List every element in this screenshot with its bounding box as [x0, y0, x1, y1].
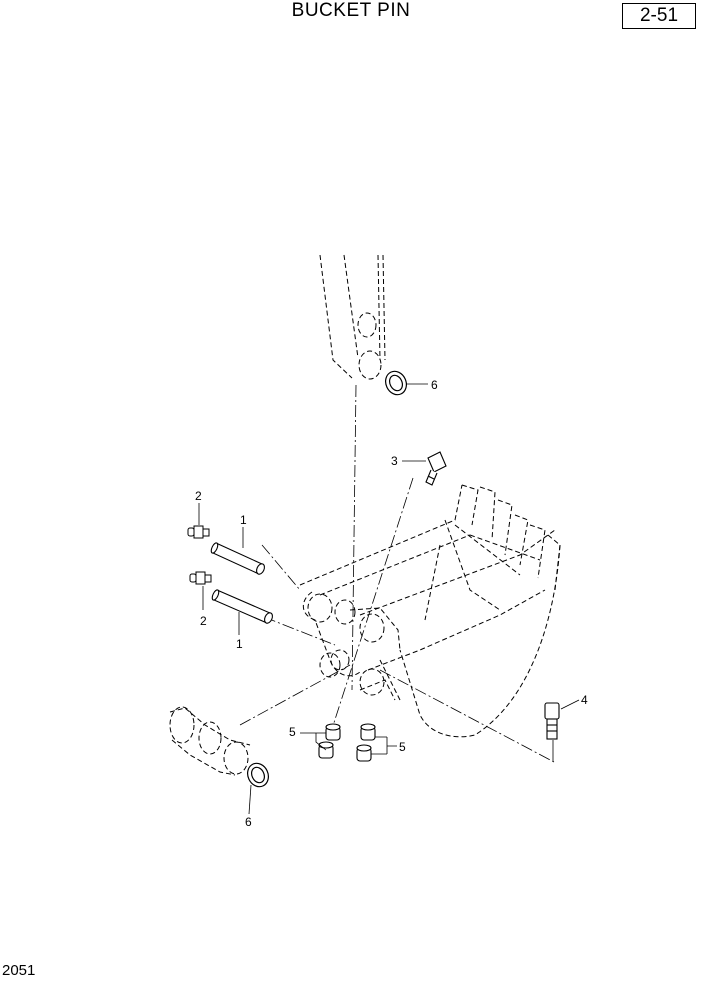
shim-lower — [247, 762, 269, 788]
callout-2-upper: 2 — [195, 489, 202, 503]
bucket-outline — [299, 484, 561, 738]
shim-upper — [385, 370, 407, 396]
grease-fitting-upper — [187, 525, 210, 539]
nut-group-left — [318, 723, 341, 759]
figure-code: 2051 — [2, 962, 36, 979]
pin-lower — [211, 589, 273, 624]
callout-6-upper: 6 — [431, 378, 438, 392]
page-number-box: 2-51 — [622, 3, 696, 29]
link-outline — [169, 706, 251, 776]
leader-lines — [198, 383, 580, 815]
callout-2-lower: 2 — [200, 614, 207, 628]
callout-1-upper: 1 — [240, 513, 247, 527]
callout-1-lower: 1 — [236, 637, 243, 651]
bolt-part-3 — [425, 451, 447, 486]
nut-group-right — [356, 723, 376, 762]
page-title: BUCKET PIN — [291, 0, 411, 21]
center-lines — [239, 384, 555, 763]
grease-fitting-lower — [189, 571, 212, 585]
callout-5-right: 5 — [399, 740, 406, 754]
callout-6-lower: 6 — [245, 815, 252, 829]
pin-upper — [210, 542, 265, 575]
bolt-part-4 — [544, 702, 560, 740]
arm-outline — [319, 254, 386, 380]
callout-4: 4 — [581, 693, 588, 707]
callout-3: 3 — [391, 454, 398, 468]
callout-5-left: 5 — [289, 725, 296, 739]
